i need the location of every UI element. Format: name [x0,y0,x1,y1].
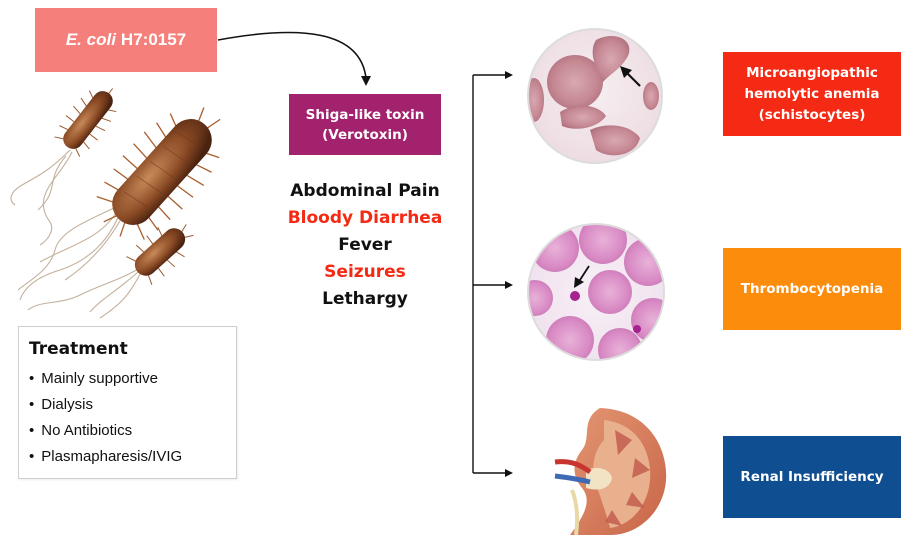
symptom-list: Abdominal Pain Bloody Diarrhea Fever Sei… [255,178,475,313]
treatment-item: •Mainly supportive [29,370,158,387]
treatment-item: •No Antibiotics [29,422,132,439]
platelet-micrograph [517,216,675,372]
symptom-item: Fever [255,232,475,259]
treatment-box: Treatment •Mainly supportive •Dialysis •… [18,326,237,479]
toxin-name: Shiga-like toxin [306,105,425,125]
outcome-renal-box: Renal Insufficiency [723,436,901,518]
ecoli-strain-box: E. coli H7:0157 [35,8,217,72]
toxin-box: Shiga-like toxin (Verotoxin) [289,94,441,155]
treatment-title: Treatment [29,339,128,359]
outcome-thrombocytopenia-box: Thrombocytopenia [723,248,901,330]
bracket-arrows [473,71,513,477]
outcome-thrombocytopenia-label: Thrombocytopenia [741,279,883,300]
outcome-mah-line: (schistocytes) [759,105,866,126]
toxin-alias: (Verotoxin) [322,125,408,145]
ecoli-name: E. coli [66,30,116,50]
ecoli-to-toxin-arrow [218,32,371,86]
symptom-item: Lethargy [255,286,475,313]
treatment-item: •Plasmapharesis/IVIG [29,448,182,465]
bacteria-illustration [11,76,244,318]
outcome-mah-line: Microangiopathic [746,63,878,84]
symptom-item: Abdominal Pain [255,178,475,205]
outcome-mah-box: Microangiopathic hemolytic anemia (schis… [723,52,901,136]
symptom-item: Seizures [255,259,475,286]
schistocyte-micrograph [524,28,663,164]
ecoli-strain: H7:0157 [121,30,186,50]
symptom-item: Bloody Diarrhea [255,205,475,232]
kidney-illustration [555,408,666,535]
treatment-item: •Dialysis [29,396,93,413]
outcome-mah-line: hemolytic anemia [745,84,880,105]
outcome-renal-label: Renal Insufficiency [740,467,883,488]
